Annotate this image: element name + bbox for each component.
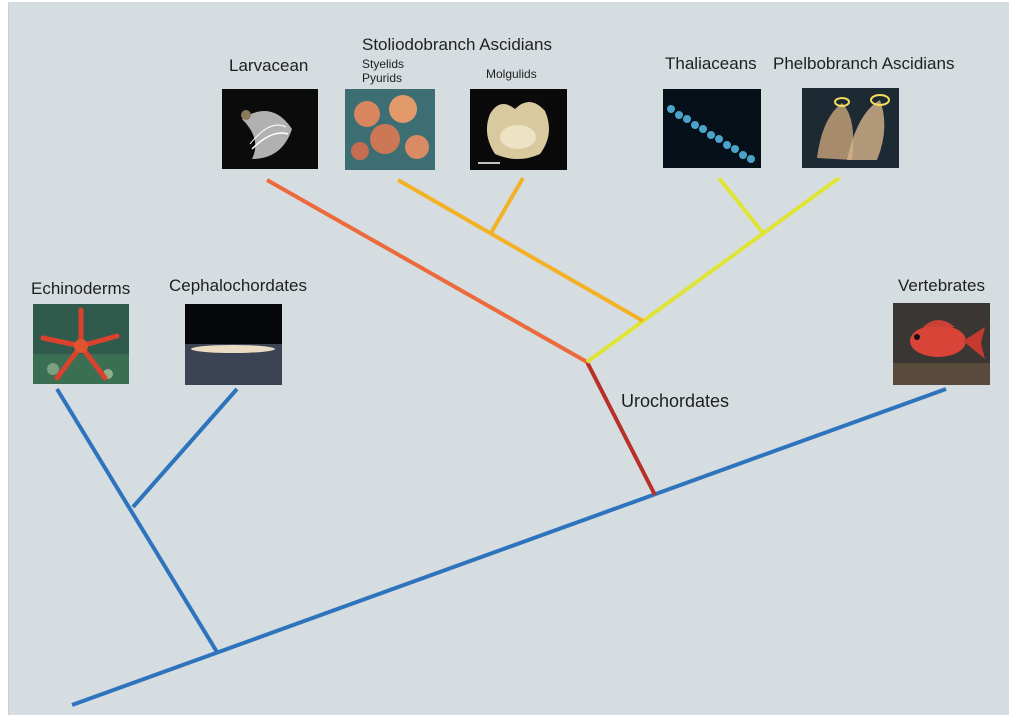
label-echinoderms: Echinoderms (31, 279, 130, 299)
starfish-photo (33, 304, 129, 384)
lancelet-photo (185, 304, 282, 385)
label-styelids: Styelids (362, 57, 404, 72)
branch-stoliodobranch (398, 180, 643, 321)
label-phlebobranch: Phelbobranch Ascidians (773, 54, 954, 74)
branch-cephalochordates (133, 389, 237, 507)
label-urochordates: Urochordates (621, 391, 729, 412)
label-cephalochordates: Cephalochordates (169, 276, 307, 296)
phlebobranch-photo (802, 88, 899, 168)
branch-thaliaceans (719, 178, 763, 233)
label-pyurids: Pyurids (362, 71, 402, 86)
label-vertebrates: Vertebrates (898, 276, 985, 296)
molgulid-photo (470, 89, 567, 170)
branch-molgulids (491, 178, 523, 233)
branch-ascidian-clade (587, 178, 839, 362)
label-stoliodobranch: Stoliodobranch Ascidians (362, 35, 552, 55)
branch-urochordate-stem (587, 362, 655, 495)
branch-larvacean (267, 180, 587, 362)
fish-photo (893, 303, 990, 385)
larvacean-photo (222, 89, 318, 169)
salp-chain-photo (663, 89, 761, 168)
branch-echinoderms (57, 389, 217, 652)
branch-main-trunk (72, 389, 946, 705)
sea-squirt-cluster-photo (345, 89, 435, 170)
label-thaliaceans: Thaliaceans (665, 54, 757, 74)
label-larvacean: Larvacean (229, 56, 308, 76)
label-molgulids: Molgulids (486, 67, 537, 82)
